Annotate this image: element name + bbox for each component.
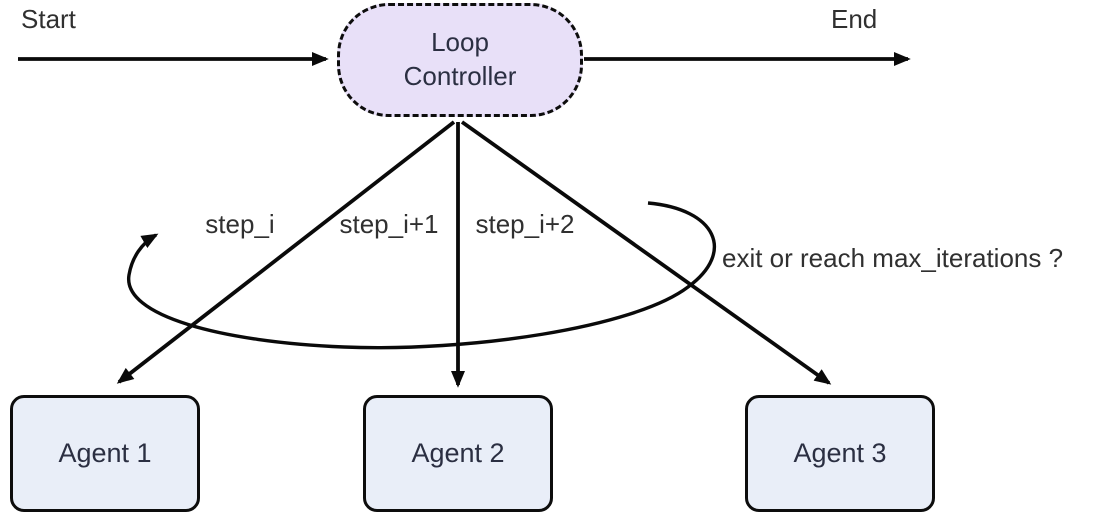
agent3-node: Agent 3 xyxy=(745,395,935,512)
loop-back-arrow xyxy=(127,201,717,350)
loop-controller-node: Loop Controller xyxy=(337,3,583,117)
agent1-label: Agent 1 xyxy=(58,438,152,468)
agent2-node: Agent 2 xyxy=(363,395,553,512)
edge-controller-agent3 xyxy=(460,120,832,385)
loop-condition-label: exit or reach max_iterations ? xyxy=(722,243,1064,273)
end-label: End xyxy=(831,4,878,34)
agent2-label: Agent 2 xyxy=(411,438,505,468)
start-label: Start xyxy=(21,4,76,34)
edge-controller-agent1 xyxy=(116,120,456,384)
agent3-label: Agent 3 xyxy=(793,438,887,468)
agent1-node: Agent 1 xyxy=(10,395,200,512)
edge-label-step-i2: step_i+2 xyxy=(475,209,575,239)
loop-controller-label: Loop Controller xyxy=(403,27,517,91)
edge-label-step-i1: step_i+1 xyxy=(339,209,439,239)
edge-label-step-i: step_i xyxy=(205,209,275,239)
